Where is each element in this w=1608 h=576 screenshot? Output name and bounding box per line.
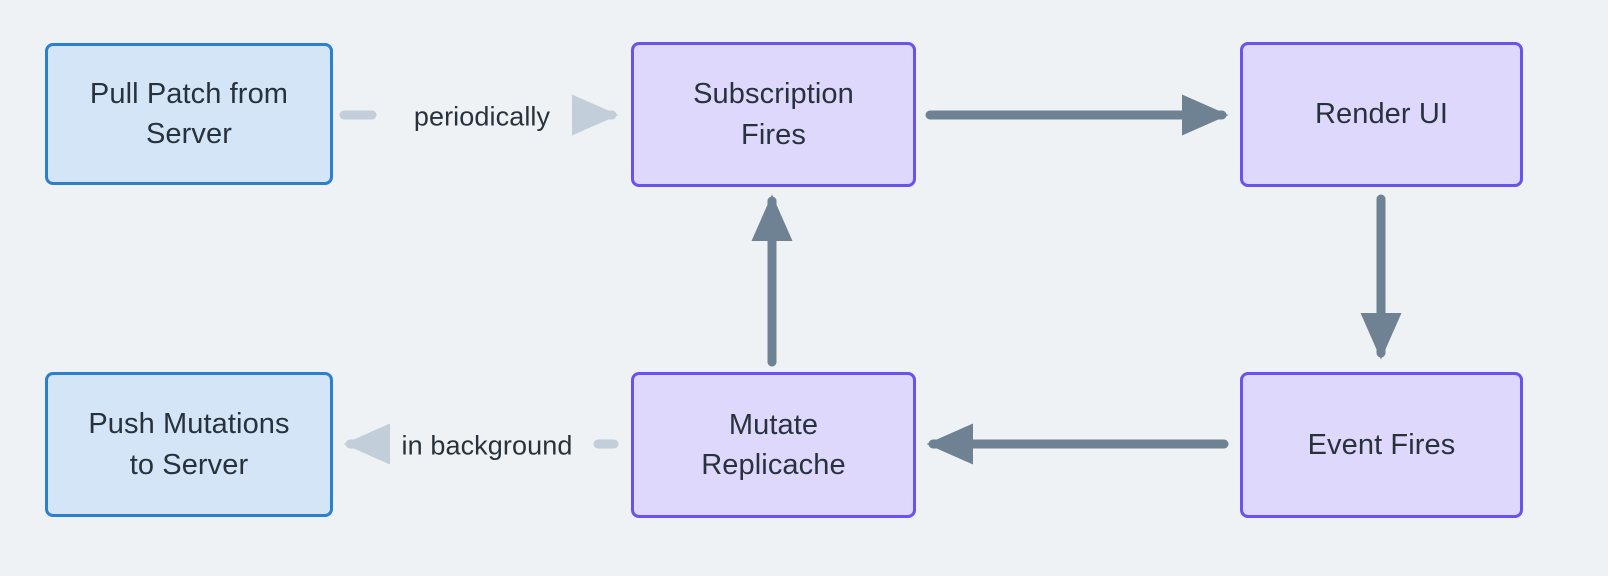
edge-label-in-background: in background [401,430,573,461]
node-subscription-fires[interactable]: Subscription Fires [631,42,916,187]
node-push-mutations-to-server[interactable]: Push Mutations to Server [45,372,333,517]
node-event-fires[interactable]: Event Fires [1240,372,1523,518]
edge-label-periodically: periodically [413,101,551,132]
node-pull-patch-from-server[interactable]: Pull Patch from Server [45,43,333,185]
node-render-ui[interactable]: Render UI [1240,42,1523,187]
node-mutate-replicache[interactable]: Mutate Replicache [631,372,916,518]
